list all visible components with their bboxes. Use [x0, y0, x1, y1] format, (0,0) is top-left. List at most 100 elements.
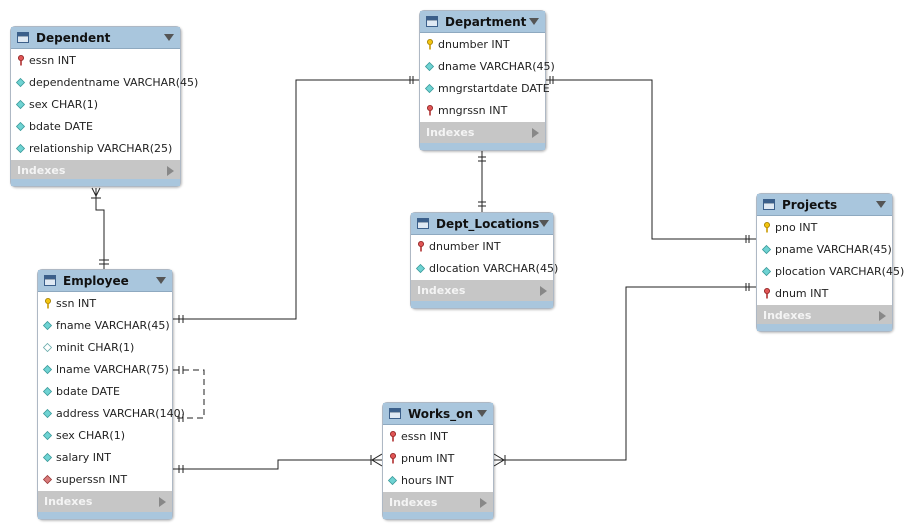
- connector-dependent-employee[interactable]: [95, 188, 105, 269]
- one-marker: [99, 259, 109, 265]
- table-footer: [420, 143, 545, 150]
- collapse-caret-icon[interactable]: [477, 410, 487, 417]
- table-title: Dependent: [36, 30, 111, 45]
- connector-employee-works-on[interactable]: [173, 459, 382, 470]
- column-label: bdate DATE: [56, 384, 120, 398]
- column-row[interactable]: lname VARCHAR(75): [38, 358, 172, 380]
- table-icon: [44, 275, 56, 286]
- column-diamond-icon: [15, 121, 26, 131]
- connector-department-employee[interactable]: [173, 79, 419, 320]
- table-header[interactable]: Employee: [38, 270, 172, 292]
- indexes-section[interactable]: Indexes: [757, 305, 892, 326]
- one-marker: [178, 465, 184, 473]
- collapse-caret-icon[interactable]: [164, 34, 174, 41]
- expand-arrow-icon[interactable]: [540, 285, 547, 296]
- table-header[interactable]: Projects: [757, 194, 892, 216]
- expand-arrow-icon[interactable]: [159, 496, 166, 507]
- column-row[interactable]: plocation VARCHAR(45): [757, 260, 904, 282]
- column-diamond-icon: [761, 266, 772, 276]
- indexes-section[interactable]: Indexes: [383, 492, 493, 513]
- column-row[interactable]: minit CHAR(1): [38, 336, 172, 358]
- one-marker: [478, 201, 486, 207]
- column-label: sex CHAR(1): [29, 97, 99, 111]
- column-row[interactable]: fname VARCHAR(45): [38, 314, 172, 336]
- connector-department-projects[interactable]: [546, 79, 756, 240]
- one-marker: [745, 235, 750, 243]
- column-row[interactable]: sex CHAR(1): [11, 93, 180, 115]
- column-label: salary INT: [56, 450, 111, 464]
- indexes-section[interactable]: Indexes: [411, 280, 553, 301]
- column-row[interactable]: essn INT: [383, 425, 493, 447]
- table-icon: [417, 218, 429, 229]
- table-header[interactable]: Dependent: [11, 27, 180, 49]
- foreign-column-icon: [42, 474, 53, 484]
- table-icon: [389, 408, 401, 419]
- connector-employee-self[interactable]: [173, 369, 205, 419]
- collapse-caret-icon[interactable]: [539, 220, 550, 227]
- column-label: pno INT: [775, 220, 818, 234]
- column-diamond-icon: [15, 77, 26, 87]
- table-header[interactable]: Works_on: [383, 403, 493, 425]
- column-row[interactable]: mngrssn INT: [420, 99, 545, 121]
- column-row[interactable]: pno INT: [757, 216, 892, 238]
- column-list: dnumber INT dlocation VARCHAR(45): [411, 235, 558, 279]
- foreign-key-icon: [416, 240, 425, 251]
- indexes-section[interactable]: Indexes: [38, 491, 172, 512]
- primary-key-icon: [425, 38, 434, 49]
- column-row[interactable]: dlocation VARCHAR(45): [411, 257, 558, 279]
- collapse-caret-icon[interactable]: [876, 201, 886, 208]
- column-row[interactable]: ssn INT: [38, 292, 172, 314]
- column-label: dependentname VARCHAR(45): [29, 75, 199, 89]
- column-row[interactable]: hours INT: [383, 469, 493, 491]
- primary-key-icon: [762, 221, 771, 232]
- collapse-caret-icon[interactable]: [156, 277, 166, 284]
- one-marker: [745, 283, 750, 291]
- connector-projects-works-on[interactable]: [494, 286, 756, 461]
- expand-arrow-icon[interactable]: [167, 165, 174, 176]
- one-marker: [178, 414, 184, 422]
- column-row[interactable]: salary INT: [38, 446, 172, 468]
- indexes-label: Indexes: [426, 126, 475, 139]
- column-diamond-icon: [424, 61, 435, 71]
- expand-arrow-icon[interactable]: [879, 310, 886, 321]
- column-label: dnumber INT: [438, 37, 510, 51]
- column-row[interactable]: mngrstartdate DATE: [420, 77, 550, 99]
- collapse-caret-icon[interactable]: [529, 18, 539, 25]
- column-row[interactable]: bdate DATE: [11, 115, 180, 137]
- column-row[interactable]: sex CHAR(1): [38, 424, 172, 446]
- column-row[interactable]: essn INT: [11, 49, 180, 71]
- indexes-section[interactable]: Indexes: [420, 122, 545, 143]
- expand-arrow-icon[interactable]: [532, 127, 539, 138]
- column-row[interactable]: bdate DATE: [38, 380, 172, 402]
- column-row[interactable]: pnum INT: [383, 447, 493, 469]
- column-label: dnumber INT: [429, 239, 501, 253]
- column-label: superssn INT: [56, 472, 128, 486]
- column-row[interactable]: superssn INT: [38, 468, 172, 490]
- table-header[interactable]: Department: [420, 11, 545, 33]
- table-dependent[interactable]: Dependent essn INT dependentname VARCHAR(4…: [10, 26, 198, 187]
- expand-arrow-icon[interactable]: [480, 497, 487, 508]
- primary-key-icon: [43, 297, 52, 308]
- column-row[interactable]: dependentname VARCHAR(45): [11, 71, 198, 93]
- column-row[interactable]: dname VARCHAR(45): [420, 55, 555, 77]
- column-row[interactable]: dnumber INT: [420, 33, 545, 55]
- foreign-key-icon: [425, 104, 434, 115]
- table-header[interactable]: Dept_Locations: [411, 213, 553, 235]
- indexes-label: Indexes: [44, 495, 93, 508]
- column-label: minit CHAR(1): [56, 340, 135, 354]
- column-row[interactable]: dnumber INT: [411, 235, 553, 257]
- indexes-section[interactable]: Indexes: [11, 160, 180, 181]
- column-label: hours INT: [401, 473, 454, 487]
- column-row[interactable]: pname VARCHAR(45): [757, 238, 892, 260]
- table-projects[interactable]: Projects pno INT pname VARCHAR(45)plocatio…: [756, 193, 904, 332]
- column-row[interactable]: dnum INT: [757, 282, 892, 304]
- column-row[interactable]: address VARCHAR(140): [38, 402, 185, 424]
- column-row[interactable]: relationship VARCHAR(25): [11, 137, 180, 159]
